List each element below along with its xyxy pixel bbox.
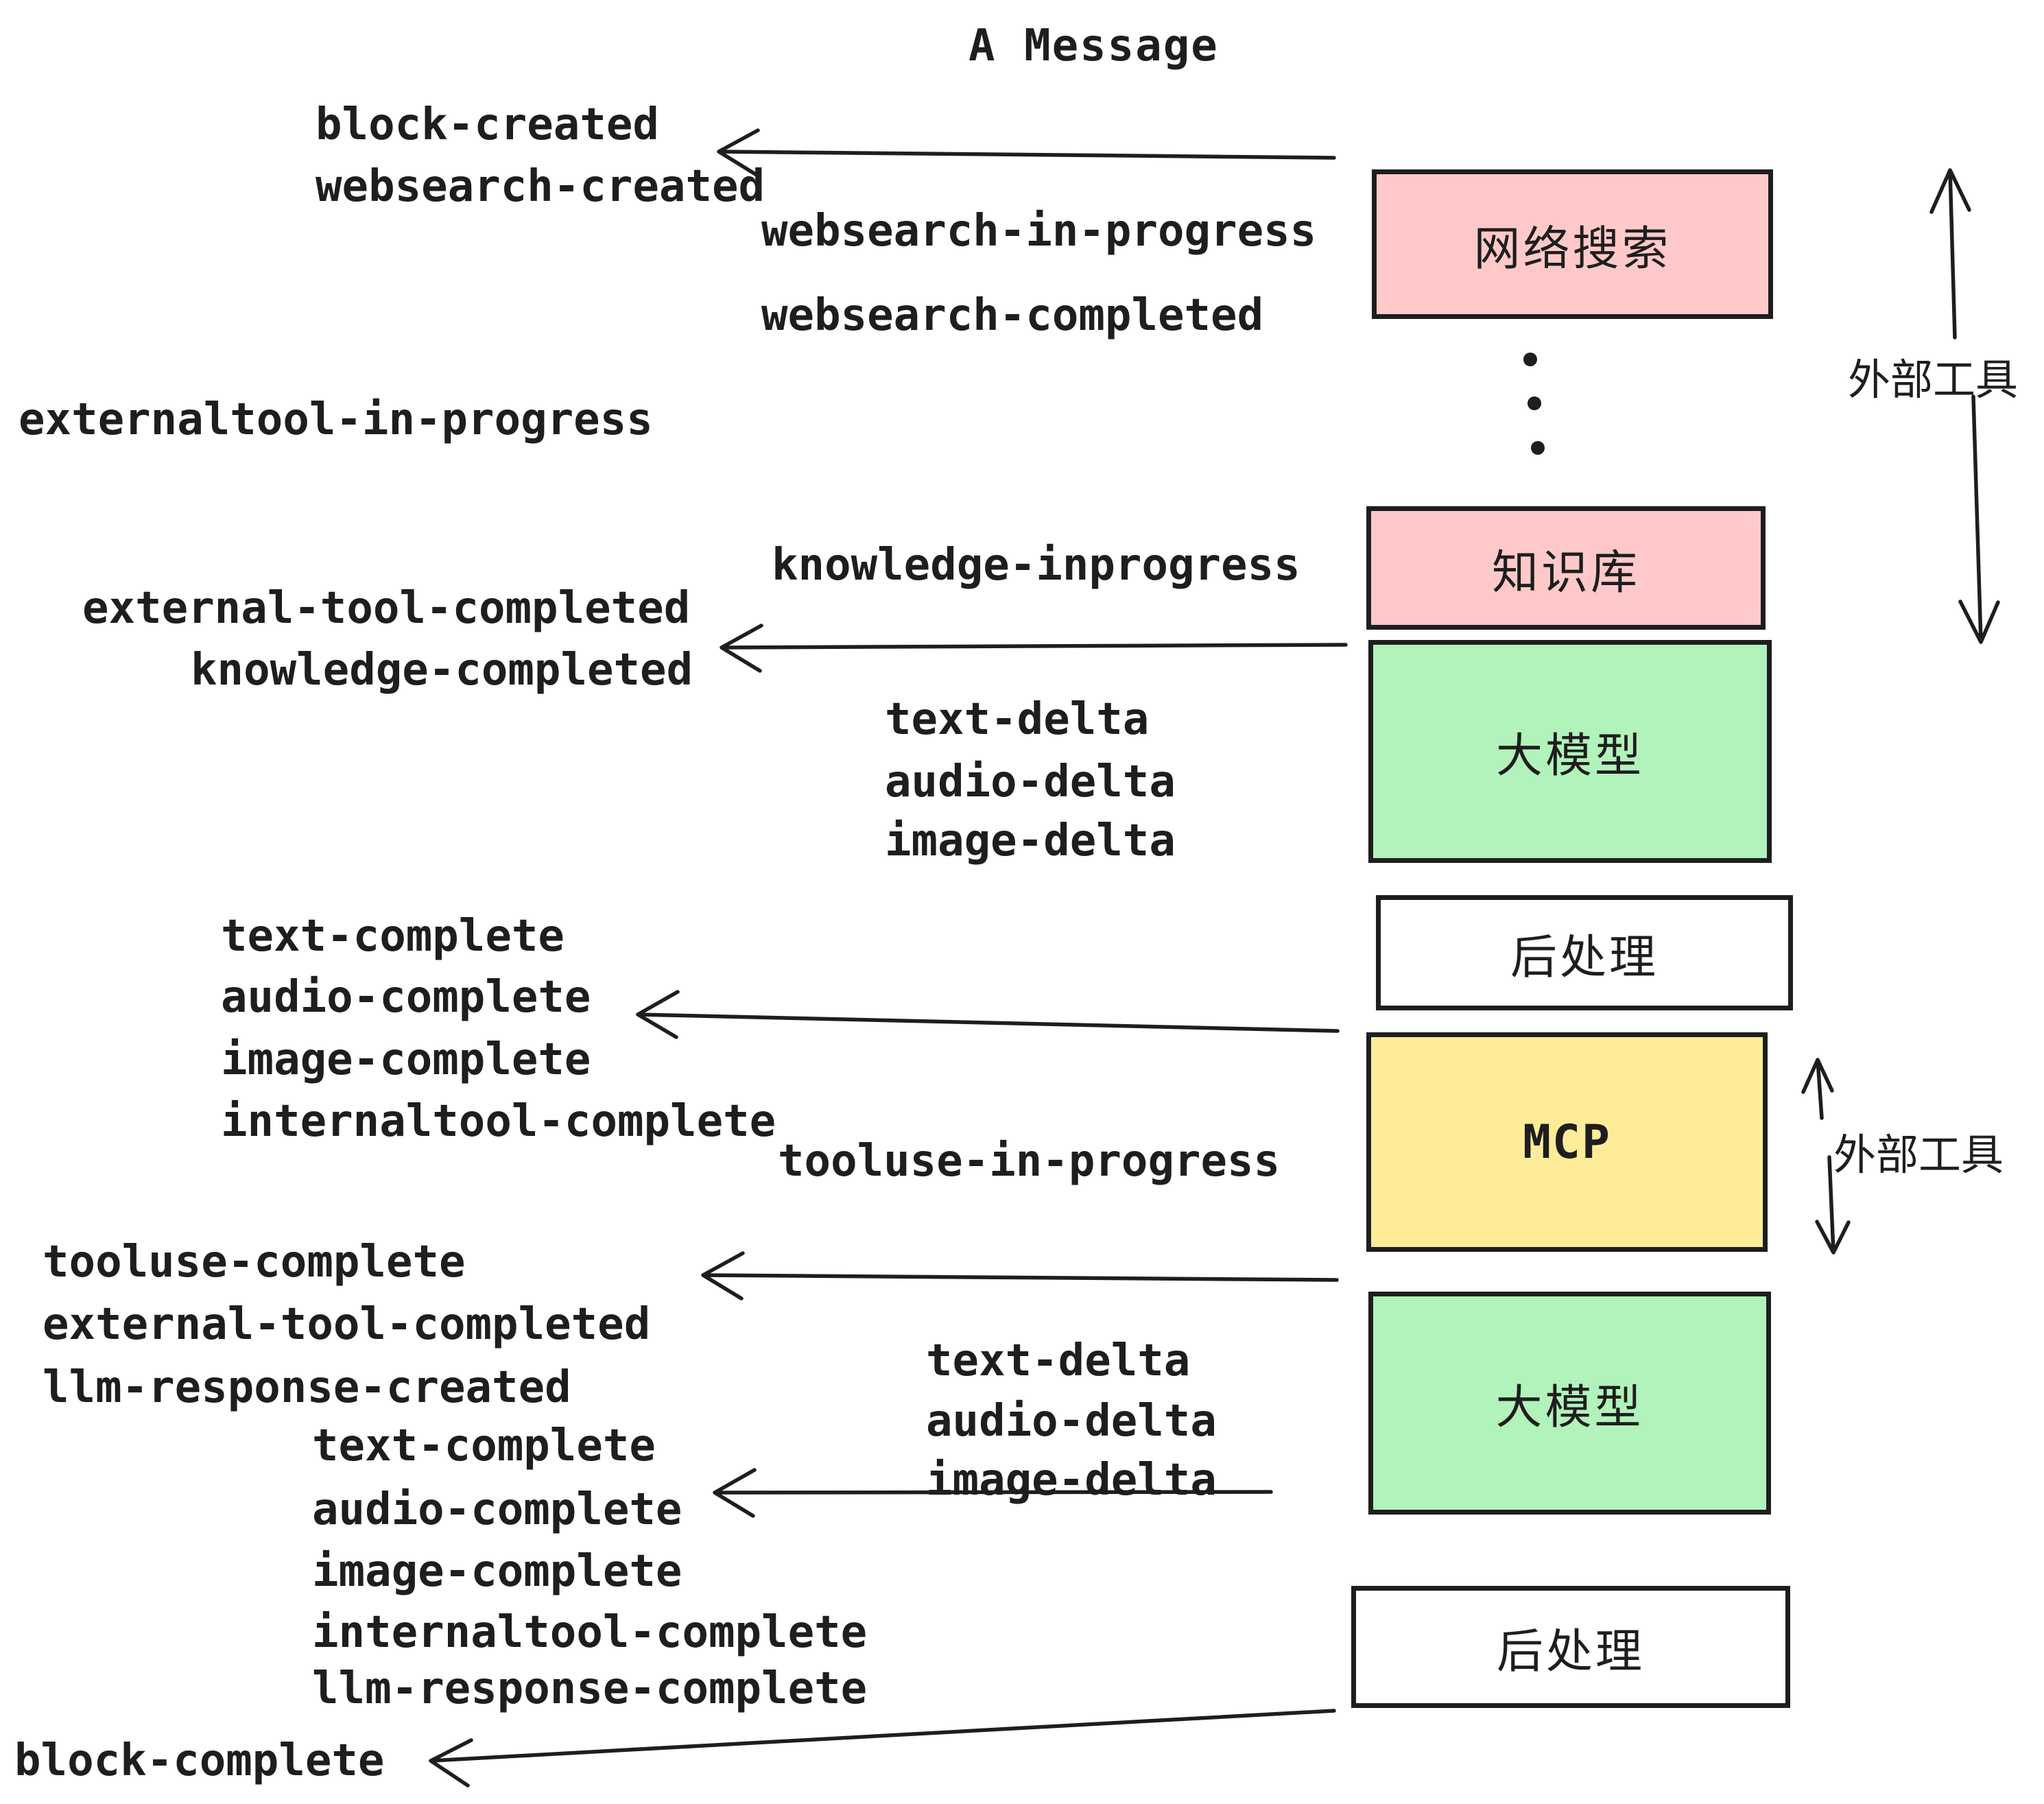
event-block-created: block-created [316,99,659,150]
event-tooluse-in-progress: tooluse-in-progress [778,1136,1281,1187]
arrow-knowledge-completed [720,624,1348,673]
event-internaltool-complete-2: internaltool-complete [312,1607,868,1658]
event-image-complete-2: image-complete [312,1546,682,1597]
event-websearch-completed: websearch-completed [761,290,1264,341]
node-llm-2: 大模型 [1368,1292,1771,1515]
ellipsis-dots [1523,353,1545,455]
event-externaltool-in-progress: externaltool-in-progress [19,394,653,445]
node-postprocess-1: 后处理 [1376,895,1793,1010]
annotation-external-tools-1: 外部工具 [1848,355,2019,405]
arrow-block-complete [429,1709,1336,1788]
node-llm-1-label: 大模型 [1495,729,1644,783]
event-websearch-in-progress: websearch-in-progress [761,206,1317,257]
node-websearch-label: 网络搜索 [1473,222,1672,276]
arrow-external-tool-completed [701,1251,1339,1301]
event-internaltool-complete-1: internaltool-complete [221,1096,776,1147]
annotation-external-tools-2: 外部工具 [1833,1130,2004,1180]
node-knowledge-base: 知识库 [1366,506,1766,630]
event-knowledge-completed: knowledge-completed [191,645,693,696]
event-audio-delta-2: audio-delta [926,1396,1217,1447]
event-image-complete-1: image-complete [221,1034,591,1085]
event-knowledge-inprogress: knowledge-inprogress [772,540,1300,591]
event-websearch-created: websearch-created [316,161,765,212]
event-audio-complete-2: audio-complete [312,1484,682,1535]
event-external-tool-completed-2: external-tool-completed [43,1299,651,1350]
event-audio-complete-1: audio-complete [221,972,591,1023]
arrow-external-tools-up-2 [1801,1058,1834,1120]
node-mcp-label: MCP [1523,1115,1611,1170]
event-text-delta-2: text-delta [926,1336,1191,1386]
event-text-complete-1: text-complete [221,911,565,962]
event-image-delta-2: image-delta [926,1455,1217,1506]
event-llm-response-created: llm-response-created [43,1362,571,1413]
arrow-image-complete [636,990,1340,1039]
event-text-delta-1: text-delta [885,694,1150,745]
node-postprocess-2: 后处理 [1351,1586,1790,1708]
arrow-external-tools-up-1 [1929,168,1971,340]
event-tooluse-complete: tooluse-complete [43,1237,466,1287]
arrow-websearch-created [717,128,1336,177]
event-audio-delta-1: audio-delta [885,757,1176,807]
event-llm-response-complete: llm-response-complete [312,1663,868,1714]
diagram-title: A Message [968,21,1219,71]
node-postprocess-1-label: 后处理 [1510,930,1659,985]
node-postprocess-2-label: 后处理 [1496,1624,1645,1679]
event-image-delta-1: image-delta [885,816,1176,866]
arrow-external-tools-down-1 [1958,394,2000,644]
node-llm-1: 大模型 [1368,640,1772,863]
event-block-complete: block-complete [14,1735,385,1786]
node-llm-2-label: 大模型 [1495,1381,1644,1435]
node-mcp: MCP [1366,1032,1768,1252]
event-external-tool-completed-1: external-tool-completed [82,583,691,634]
node-knowledge-base-label: 知识库 [1491,545,1640,600]
event-text-delta-2-complete: text-complete [312,1421,656,1471]
node-websearch: 网络搜索 [1372,169,1773,319]
